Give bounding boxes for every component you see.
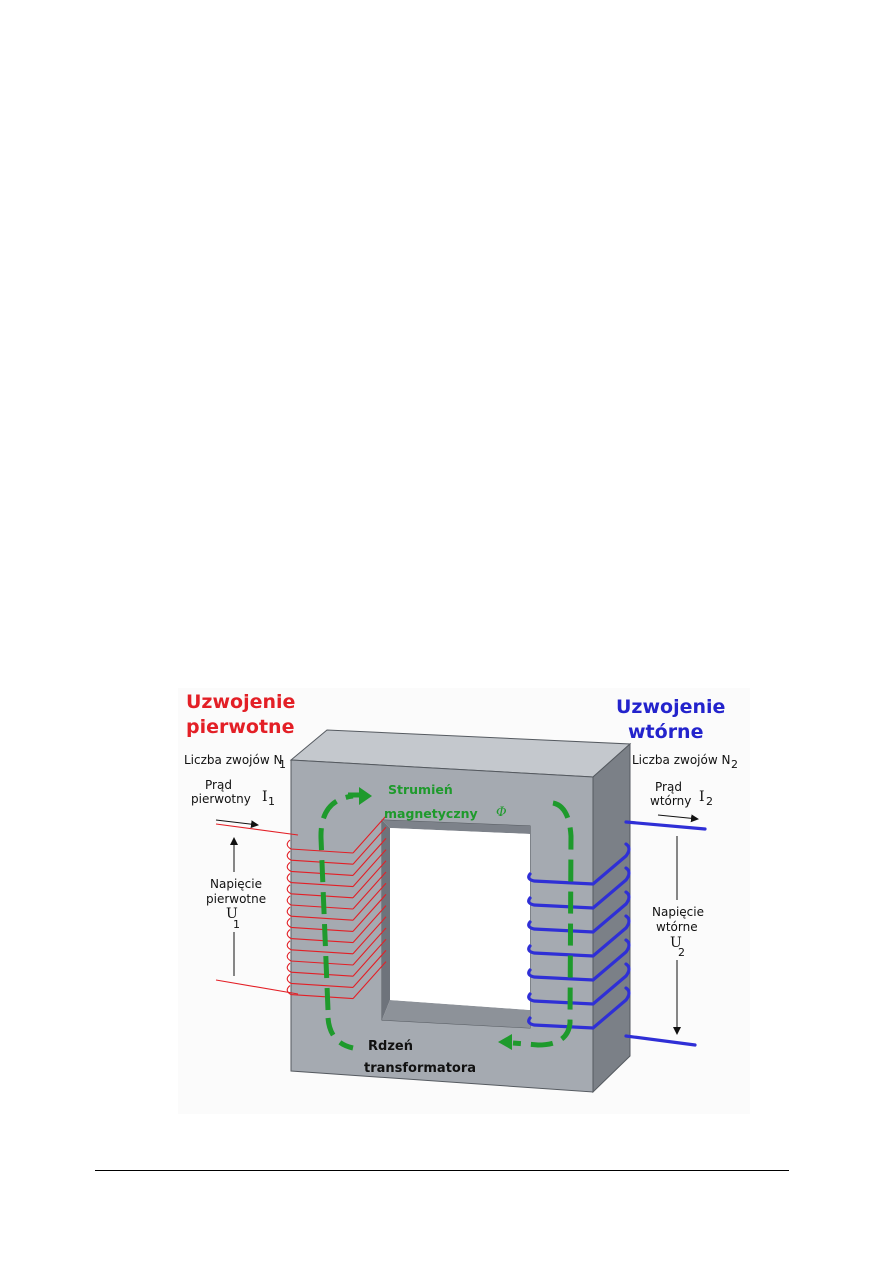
secondary-coil (527, 842, 631, 1030)
transformer-core (289, 729, 632, 1094)
primary-coil-turn (286, 950, 387, 988)
primary-coil-turn (286, 871, 387, 910)
secondary-coil-turn (527, 986, 631, 1030)
flux-label-line1: Strumień (388, 782, 453, 797)
primary-current-line2: pierwotny (191, 792, 251, 806)
primary-coil (286, 815, 387, 1000)
secondary-current-line1: Prąd (655, 780, 682, 794)
primary-lead-bottom (215, 979, 299, 995)
secondary-lead-bottom (624, 1034, 697, 1047)
secondary-voltage-symbol: U (670, 935, 682, 951)
secondary-coil-turn (527, 962, 631, 1006)
flux-symbol: Φ (496, 805, 507, 820)
secondary-current-symbol: I (699, 789, 705, 805)
flux-arrow-bottom (498, 1034, 512, 1050)
secondary-title-line1: Uzwojenie (616, 696, 725, 718)
secondary-current-line2: wtórny (650, 794, 691, 808)
primary-coil-turn (286, 815, 387, 854)
primary-coil-turn (286, 849, 387, 888)
primary-voltage-line1: Napięcie (210, 877, 262, 891)
secondary-current-arrow (657, 814, 699, 823)
primary-current-sub: 1 (268, 795, 275, 808)
core-window-top-wall (382, 820, 530, 834)
secondary-coil-turn (527, 938, 631, 982)
primary-winding (215, 815, 387, 1000)
flux-path-right (512, 800, 574, 1048)
primary-coil-turn (286, 826, 387, 865)
primary-voltage-symbol: U (226, 906, 238, 922)
primary-coil-turn (286, 838, 387, 876)
primary-voltage-label-bg (198, 872, 270, 932)
secondary-voltage-line1: Napięcie (652, 905, 704, 919)
primary-title-line1: Uzwojenie (186, 691, 295, 713)
primary-voltage-sub: 1 (233, 918, 240, 931)
secondary-coil-turn (527, 890, 631, 934)
secondary-voltage-label-bg (644, 900, 710, 960)
secondary-voltage-sub: 2 (678, 946, 685, 959)
flux-path-left (318, 793, 354, 1011)
primary-title-line2: pierwotne (186, 716, 294, 738)
flux-arrow-top (359, 787, 372, 805)
primary-current-arrow (215, 819, 259, 829)
core-label-line1: Rdzeń (368, 1039, 413, 1054)
secondary-coil-turn (527, 914, 631, 958)
core-label-line2: transformatora (364, 1061, 476, 1076)
secondary-coil-turn (527, 842, 631, 886)
primary-coil-turn (286, 905, 387, 944)
secondary-turns-sub: 2 (731, 758, 738, 771)
core-window-bottom-wall (382, 1000, 530, 1028)
primary-voltage-line2: pierwotne (206, 892, 266, 906)
secondary-winding (527, 820, 707, 1047)
primary-coil-turn (286, 882, 387, 921)
secondary-lead-top (624, 820, 707, 831)
primary-current-symbol: I (262, 789, 268, 805)
primary-coil-turn (286, 894, 387, 932)
flux-label-line2: magnetyczny (384, 806, 478, 821)
primary-coil-turn (286, 938, 387, 977)
secondary-turns-label: Liczba zwojów N (632, 753, 730, 767)
core-window (390, 828, 530, 1010)
core-window-left-wall (382, 820, 390, 1020)
secondary-voltage-line2: wtórne (656, 920, 698, 934)
transformer-svg: Uzwojenie pierwotne Uzwojenie wtórne Lic… (178, 688, 750, 1114)
secondary-current-sub: 2 (706, 795, 713, 808)
primary-coil-turn (286, 927, 387, 966)
primary-lead-top (215, 823, 299, 836)
primary-coil-turn (286, 860, 387, 899)
primary-coil-turn (286, 916, 387, 955)
transformer-diagram: Uzwojenie pierwotne Uzwojenie wtórne Lic… (178, 688, 750, 1114)
primary-coil-turn (286, 961, 387, 1000)
footer-rule (95, 1170, 789, 1171)
flux-path-bottom-left (325, 1017, 354, 1051)
primary-turns-sub: 1 (279, 758, 286, 771)
secondary-title-line2: wtórne (628, 721, 703, 743)
primary-current-line1: Prąd (205, 778, 232, 792)
primary-turns-label: Liczba zwojów N (184, 753, 282, 767)
secondary-coil-turn (527, 866, 631, 910)
flux-path (318, 787, 574, 1051)
